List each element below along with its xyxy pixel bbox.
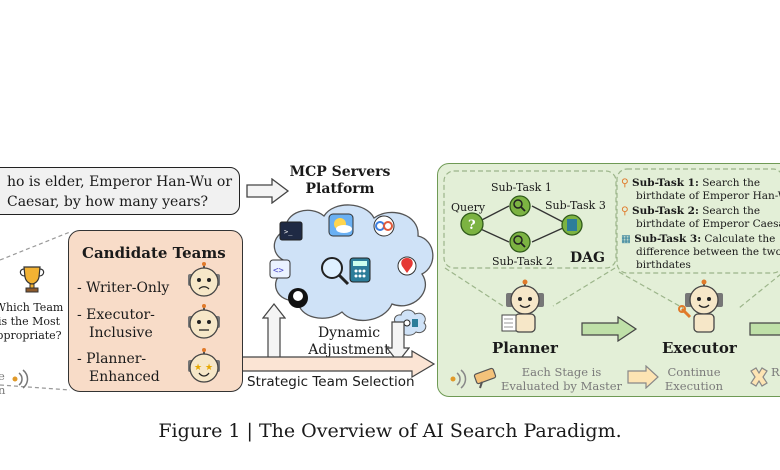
subtask-1-search-icon: ⚲ — [621, 177, 633, 189]
dag-subtask2-label: Sub-Task 2 — [492, 255, 553, 268]
subtask-3-text2: difference between the two — [636, 246, 780, 258]
executor-label: Executor — [662, 339, 737, 357]
dag-subtask3-label: Sub-Task 3 — [545, 199, 606, 212]
dag-query-label: Query — [451, 201, 486, 214]
continue-arrow — [627, 365, 659, 389]
subtask-3-title: Sub-Task 3: — [634, 233, 702, 245]
subtask-2-text1: Search the — [698, 205, 761, 217]
planner-label: Planner — [492, 339, 558, 357]
dag-box — [443, 170, 617, 269]
continue-execution-note: Continue Execution — [662, 365, 726, 393]
subtasks-box — [616, 168, 780, 274]
mcp-cloud: >_ <> — [269, 204, 434, 322]
subtask-1-text2: birthdate of Emperor Han-W — [636, 190, 780, 202]
robot-face-neutral-icon — [188, 304, 220, 339]
which-team-line-2: is the Most — [0, 315, 61, 328]
r-fragment: R — [771, 365, 780, 379]
dynamic-line-2: Adjustment — [308, 342, 390, 358]
subtask-2-desc: ⚲ Sub-Task 2: Search the birthdate of Em… — [621, 205, 780, 231]
dynamic-adjustment-label: Dynamic Adjustment — [300, 325, 398, 359]
subtask-3-text1: Calculate the — [701, 233, 776, 245]
subtask-2-title: Sub-Task 2: — [632, 205, 699, 217]
subtask-1-text1: Search the — [698, 177, 761, 189]
team-executor-line-2: Inclusive — [89, 325, 153, 341]
svg-text:>_: >_ — [284, 228, 293, 236]
robot-face-sad-icon — [188, 262, 220, 297]
candidate-teams-title: Candidate Teams — [82, 244, 226, 262]
team-executor-line-1: - Executor- — [77, 307, 155, 323]
camera-icon — [473, 367, 497, 389]
robot-face-star-icon: ★★ — [188, 348, 220, 383]
team-writer-only: - Writer-Only — [77, 279, 169, 297]
team-planner-line-1: - Planner- — [77, 351, 147, 367]
svg-text:★: ★ — [205, 363, 213, 373]
planner-robot-icon — [501, 279, 544, 333]
subtask2-node — [509, 231, 531, 253]
subtask-2-text2: birthdate of Emperor Caesar — [636, 218, 780, 230]
reject-x-icon — [750, 367, 768, 387]
mcp-title-line-2: Platform — [305, 181, 375, 197]
left-dashed-lines — [0, 231, 71, 391]
subtask-2-search-icon: ⚲ — [621, 205, 633, 217]
which-team-line-1: Which Team — [0, 301, 64, 314]
signal-icon — [450, 369, 467, 389]
left-fragment-1: e — [0, 369, 5, 383]
team-planner-enhanced: - Planner- Enhanced — [77, 350, 160, 386]
which-team-question: Which Team is the Most ppropriate? — [0, 301, 64, 343]
each-stage-note: Each Stage is Evaluated by Master — [499, 365, 624, 393]
svg-text:<>: <> — [273, 266, 284, 276]
team-executor-inclusive: - Executor- Inclusive — [77, 306, 155, 342]
query-line-1: ho is elder, Emperor Han-Wu or — [7, 174, 233, 190]
down-arrow — [386, 321, 410, 363]
subtask-3-text3: birthdates — [636, 259, 691, 271]
execution-panel — [437, 163, 780, 397]
left-fragment-2: n — [0, 383, 6, 397]
strategic-arrow — [241, 350, 436, 378]
subtask-1-desc: ⚲ Sub-Task 1: Search the birthdate of Em… — [621, 177, 780, 203]
subtask-3-calc-icon: ▦ — [621, 233, 635, 245]
connector-lines — [444, 267, 780, 309]
each-stage-line-1: Each Stage is — [521, 365, 602, 379]
svg-text:★: ★ — [194, 363, 202, 373]
team-writer-line-1: - Writer-Only — [77, 280, 170, 296]
subtask-1-title: Sub-Task 1: — [632, 177, 699, 189]
dynamic-line-1: Dynamic — [317, 325, 381, 341]
dag-subtask1-label: Sub-Task 1 — [491, 181, 552, 194]
continue-line-1: Continue — [667, 365, 721, 379]
mcp-title: MCP Servers Platform — [285, 164, 395, 198]
figure-caption: Figure 1 | The Overview of AI Search Par… — [158, 420, 622, 442]
dag-label: DAG — [570, 250, 605, 266]
search-icon — [321, 257, 343, 279]
query-box: ho is elder, Emperor Han-Wu or Caesar, b… — [0, 167, 240, 215]
which-team-line-3: ppropriate? — [0, 329, 62, 342]
subtask1-node — [509, 195, 531, 217]
trophy-icon — [19, 266, 45, 293]
strategic-label: Strategic Team Selection — [247, 374, 415, 390]
mcp-title-line-1: MCP Servers — [289, 164, 391, 180]
team-planner-line-2: Enhanced — [89, 369, 160, 385]
each-stage-line-2: Evaluated by Master — [500, 379, 623, 393]
signal-icon-left — [12, 369, 29, 389]
subtask-3-desc: ▦ Sub-Task 3: Calculate the difference b… — [621, 233, 780, 272]
terminal-icon — [279, 221, 303, 241]
planner-to-executor-arrow — [581, 316, 638, 342]
svg-text:?: ? — [468, 218, 476, 233]
executor-robot-icon — [678, 279, 723, 333]
up-arrow — [262, 303, 286, 365]
query-line-2: Caesar, by how many years? — [7, 194, 209, 210]
continue-line-2: Execution — [664, 379, 724, 393]
left-fragment: e n — [0, 369, 14, 397]
code-icon — [269, 259, 291, 279]
query-to-mcp-arrow — [246, 178, 290, 204]
query-node — [460, 212, 484, 236]
executor-next-arrow — [749, 322, 780, 336]
dag-graph: ? — [460, 195, 583, 253]
